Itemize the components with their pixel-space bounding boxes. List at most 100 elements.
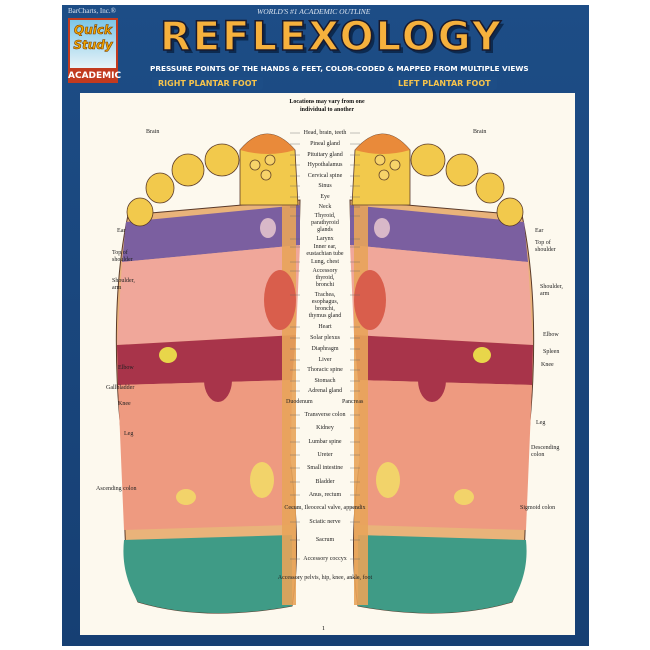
center-label: Ureter bbox=[317, 452, 333, 458]
gallbladder-zone bbox=[159, 347, 177, 363]
center-label: Thyroid, parathyroid glands bbox=[311, 213, 339, 233]
page-number: 1 bbox=[322, 626, 325, 632]
label-duodenum: Duodenum bbox=[286, 399, 313, 405]
right-plantar-foot bbox=[115, 133, 301, 614]
center-label: Eye bbox=[320, 194, 330, 200]
right-label: Shoulder, arm bbox=[540, 284, 563, 297]
bladder-zone bbox=[250, 462, 274, 498]
center-label: Diaphragm bbox=[311, 346, 339, 352]
big-toe-tip bbox=[355, 134, 410, 154]
left-label: Gallbladder bbox=[106, 385, 135, 391]
left-label: Elbow bbox=[118, 365, 134, 371]
toe-point bbox=[260, 169, 272, 181]
center-label: Cervical spine bbox=[307, 173, 343, 179]
right-label: Ear bbox=[535, 228, 544, 234]
lung-zone bbox=[354, 270, 386, 330]
kidney-zone bbox=[418, 358, 446, 402]
tab-left-plantar-foot: LEFT PLANTAR FOOT bbox=[392, 77, 497, 90]
center-label: Lung, chest bbox=[311, 259, 339, 265]
center-label: Sciatic nerve bbox=[309, 519, 341, 525]
center-label: Hypothalamus bbox=[307, 162, 343, 168]
center-label: Adrenal gland bbox=[307, 388, 343, 394]
eye-zone bbox=[260, 218, 276, 238]
leader-lines bbox=[290, 132, 360, 579]
tab-right-plantar-foot: RIGHT PLANTAR FOOT bbox=[152, 77, 263, 90]
left-label: Ear bbox=[117, 228, 126, 234]
left-label: Leg bbox=[124, 431, 134, 437]
zone-salmon bbox=[118, 380, 292, 530]
logo-line1: Quick bbox=[74, 23, 113, 38]
center-label: Neck bbox=[318, 204, 332, 210]
center-label: Liver bbox=[318, 357, 332, 363]
center-label: Larynx bbox=[316, 236, 334, 242]
left-label: Ascending colon bbox=[96, 486, 137, 492]
center-label: Sacrum bbox=[315, 537, 335, 543]
toe-point bbox=[374, 154, 386, 166]
center-label: Sinus bbox=[318, 183, 332, 189]
toe-point bbox=[264, 154, 276, 166]
left-label: Brain bbox=[146, 129, 160, 135]
center-label: Small intestine bbox=[307, 465, 343, 471]
zone-purple bbox=[122, 205, 300, 262]
toe-point bbox=[249, 159, 261, 171]
colon-zone bbox=[176, 489, 196, 505]
small-toes bbox=[410, 143, 524, 227]
eye-zone bbox=[374, 218, 390, 238]
zone-heel bbox=[123, 535, 293, 614]
gallbladder-zone bbox=[473, 347, 491, 363]
center-label: Pineal gland bbox=[310, 141, 340, 147]
page-title: REFLEXOLOGY bbox=[159, 13, 503, 61]
small-toes bbox=[126, 143, 240, 227]
center-label: Accessory pelvis, hip, knee, ankle, foot bbox=[277, 575, 373, 581]
center-label: Inner ear, eustachian tube bbox=[306, 244, 344, 257]
lung-zone bbox=[264, 270, 296, 330]
kidney-zone bbox=[204, 358, 232, 402]
publisher: BarCharts, Inc.® bbox=[68, 7, 116, 15]
center-label: Head, brain, teeth bbox=[303, 130, 347, 136]
left-label: Knee bbox=[118, 401, 131, 407]
center-label: Accessory thyroid, bronchi bbox=[312, 268, 338, 288]
left-plantar-foot bbox=[349, 133, 535, 614]
center-label: Stomach bbox=[314, 378, 336, 384]
note: Locations may vary from one individual t… bbox=[289, 99, 365, 113]
logo-line2: Study bbox=[73, 38, 113, 53]
center-label: Trachea, esophagus, bronchi, thymus glan… bbox=[308, 292, 342, 319]
right-label: Knee bbox=[541, 362, 554, 368]
center-label: Pituitary gland bbox=[307, 152, 343, 158]
right-label: Sigmoid colon bbox=[520, 505, 556, 511]
right-label: Elbow bbox=[543, 332, 559, 338]
zone-maroon bbox=[354, 335, 533, 385]
left-label: Shoulder, arm bbox=[112, 278, 135, 291]
center-label: Accessory coccyx bbox=[303, 556, 347, 562]
zone-salmon bbox=[358, 380, 532, 530]
zone-heel bbox=[358, 535, 527, 614]
label-pancreas: Pancreas bbox=[342, 399, 364, 405]
bladder-zone bbox=[376, 462, 400, 498]
subtitle: PRESSURE POINTS OF THE HANDS & FEET, COL… bbox=[150, 64, 529, 73]
center-label: Kidney bbox=[316, 425, 334, 431]
zone-purple bbox=[350, 205, 528, 262]
right-label: Top of shoulder bbox=[535, 240, 556, 253]
big-toe-tip bbox=[240, 134, 295, 154]
toe-point bbox=[389, 159, 401, 171]
right-label: Leg bbox=[536, 420, 546, 426]
zone-maroon bbox=[117, 335, 296, 385]
right-label: Descending colon bbox=[531, 445, 560, 458]
toe-point bbox=[378, 169, 390, 181]
colon-zone bbox=[454, 489, 474, 505]
right-label: Brain bbox=[473, 129, 487, 135]
center-label: Thoracic spine bbox=[307, 367, 343, 373]
center-label: Lumbar spine bbox=[308, 439, 342, 445]
center-label: Anus, rectum bbox=[308, 492, 342, 498]
logo-badge: ACADEMIC bbox=[68, 69, 122, 83]
center-label: Transverse colon bbox=[304, 412, 346, 418]
center-label: Cecum, Ileocecal valve, appendix bbox=[284, 505, 366, 511]
center-label: Heart bbox=[318, 324, 332, 330]
left-label: Top of shoulder bbox=[112, 250, 133, 263]
right-label: Spleen bbox=[543, 349, 560, 355]
tagline: WORLD'S #1 ACADEMIC OUTLINE bbox=[257, 7, 371, 16]
zone-pink bbox=[350, 245, 533, 345]
